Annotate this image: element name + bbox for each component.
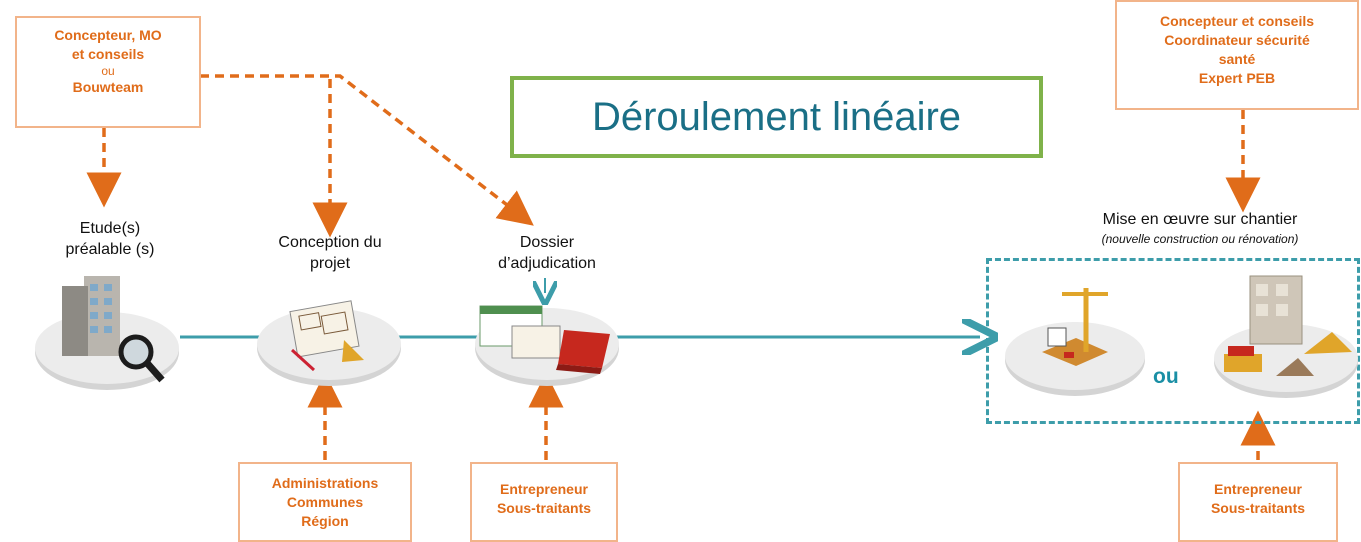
actors-line: Région <box>301 513 349 529</box>
actors-or: ou <box>101 64 115 78</box>
actors-box-execution-top: Concepteur et conseils Coordinateur sécu… <box>1115 0 1359 110</box>
actors-line: Sous-traitants <box>496 500 592 516</box>
diagram-title: Déroulement linéaire <box>510 76 1043 158</box>
actors-line: et conseils <box>71 46 145 62</box>
design-plans-illustration <box>257 300 401 386</box>
actors-line: Sous-traitants <box>1210 500 1306 516</box>
actors-line: Communes <box>286 494 364 510</box>
or-label: ou <box>1153 365 1179 388</box>
stage-label-conception: Conception du projet <box>255 232 405 274</box>
actors-line: Concepteur, MO <box>54 27 162 43</box>
execution-area <box>986 258 1360 424</box>
actors-line: Bouwteam <box>72 79 144 95</box>
stage-line: Conception du <box>278 234 382 251</box>
execution-title: Mise en œuvre sur chantier <box>1102 211 1298 228</box>
stage-line: Dossier <box>519 234 575 251</box>
stage-line: projet <box>309 255 351 272</box>
actors-line: Entrepreneur <box>1214 481 1302 497</box>
actors-box-contractors-execution: Entrepreneur Sous-traitants <box>1178 462 1338 542</box>
stage-line: d’adjudication <box>498 255 596 272</box>
dossier-illustration <box>475 305 619 386</box>
execution-subtitle: (nouvelle construction ou rénovation) <box>1101 232 1299 246</box>
building-search-illustration <box>35 276 179 390</box>
actors-line: Entrepreneur <box>500 481 588 497</box>
actors-box-design: Concepteur, MO et conseils ou Bouwteam <box>15 16 201 128</box>
actors-line: Administrations <box>271 475 379 491</box>
stage-line: préalable (s) <box>65 241 155 258</box>
stage-line: Etude(s) <box>79 220 141 237</box>
actors-line: Expert PEB <box>1198 70 1276 86</box>
stage-label-dossier: Dossier d’adjudication <box>472 232 622 274</box>
actors-line: Concepteur et conseils <box>1159 13 1315 29</box>
actors-box-contractors-dossier: Entrepreneur Sous-traitants <box>470 462 618 542</box>
renovation-illustration <box>1214 275 1358 398</box>
stage-label-etude: Etude(s) préalable (s) <box>45 218 175 260</box>
actors-line: Coordinateur sécurité <box>1164 32 1310 48</box>
actors-line: santé <box>1218 51 1256 67</box>
actors-box-administrations: Administrations Communes Région <box>238 462 412 542</box>
new-construction-illustration <box>1005 288 1145 396</box>
